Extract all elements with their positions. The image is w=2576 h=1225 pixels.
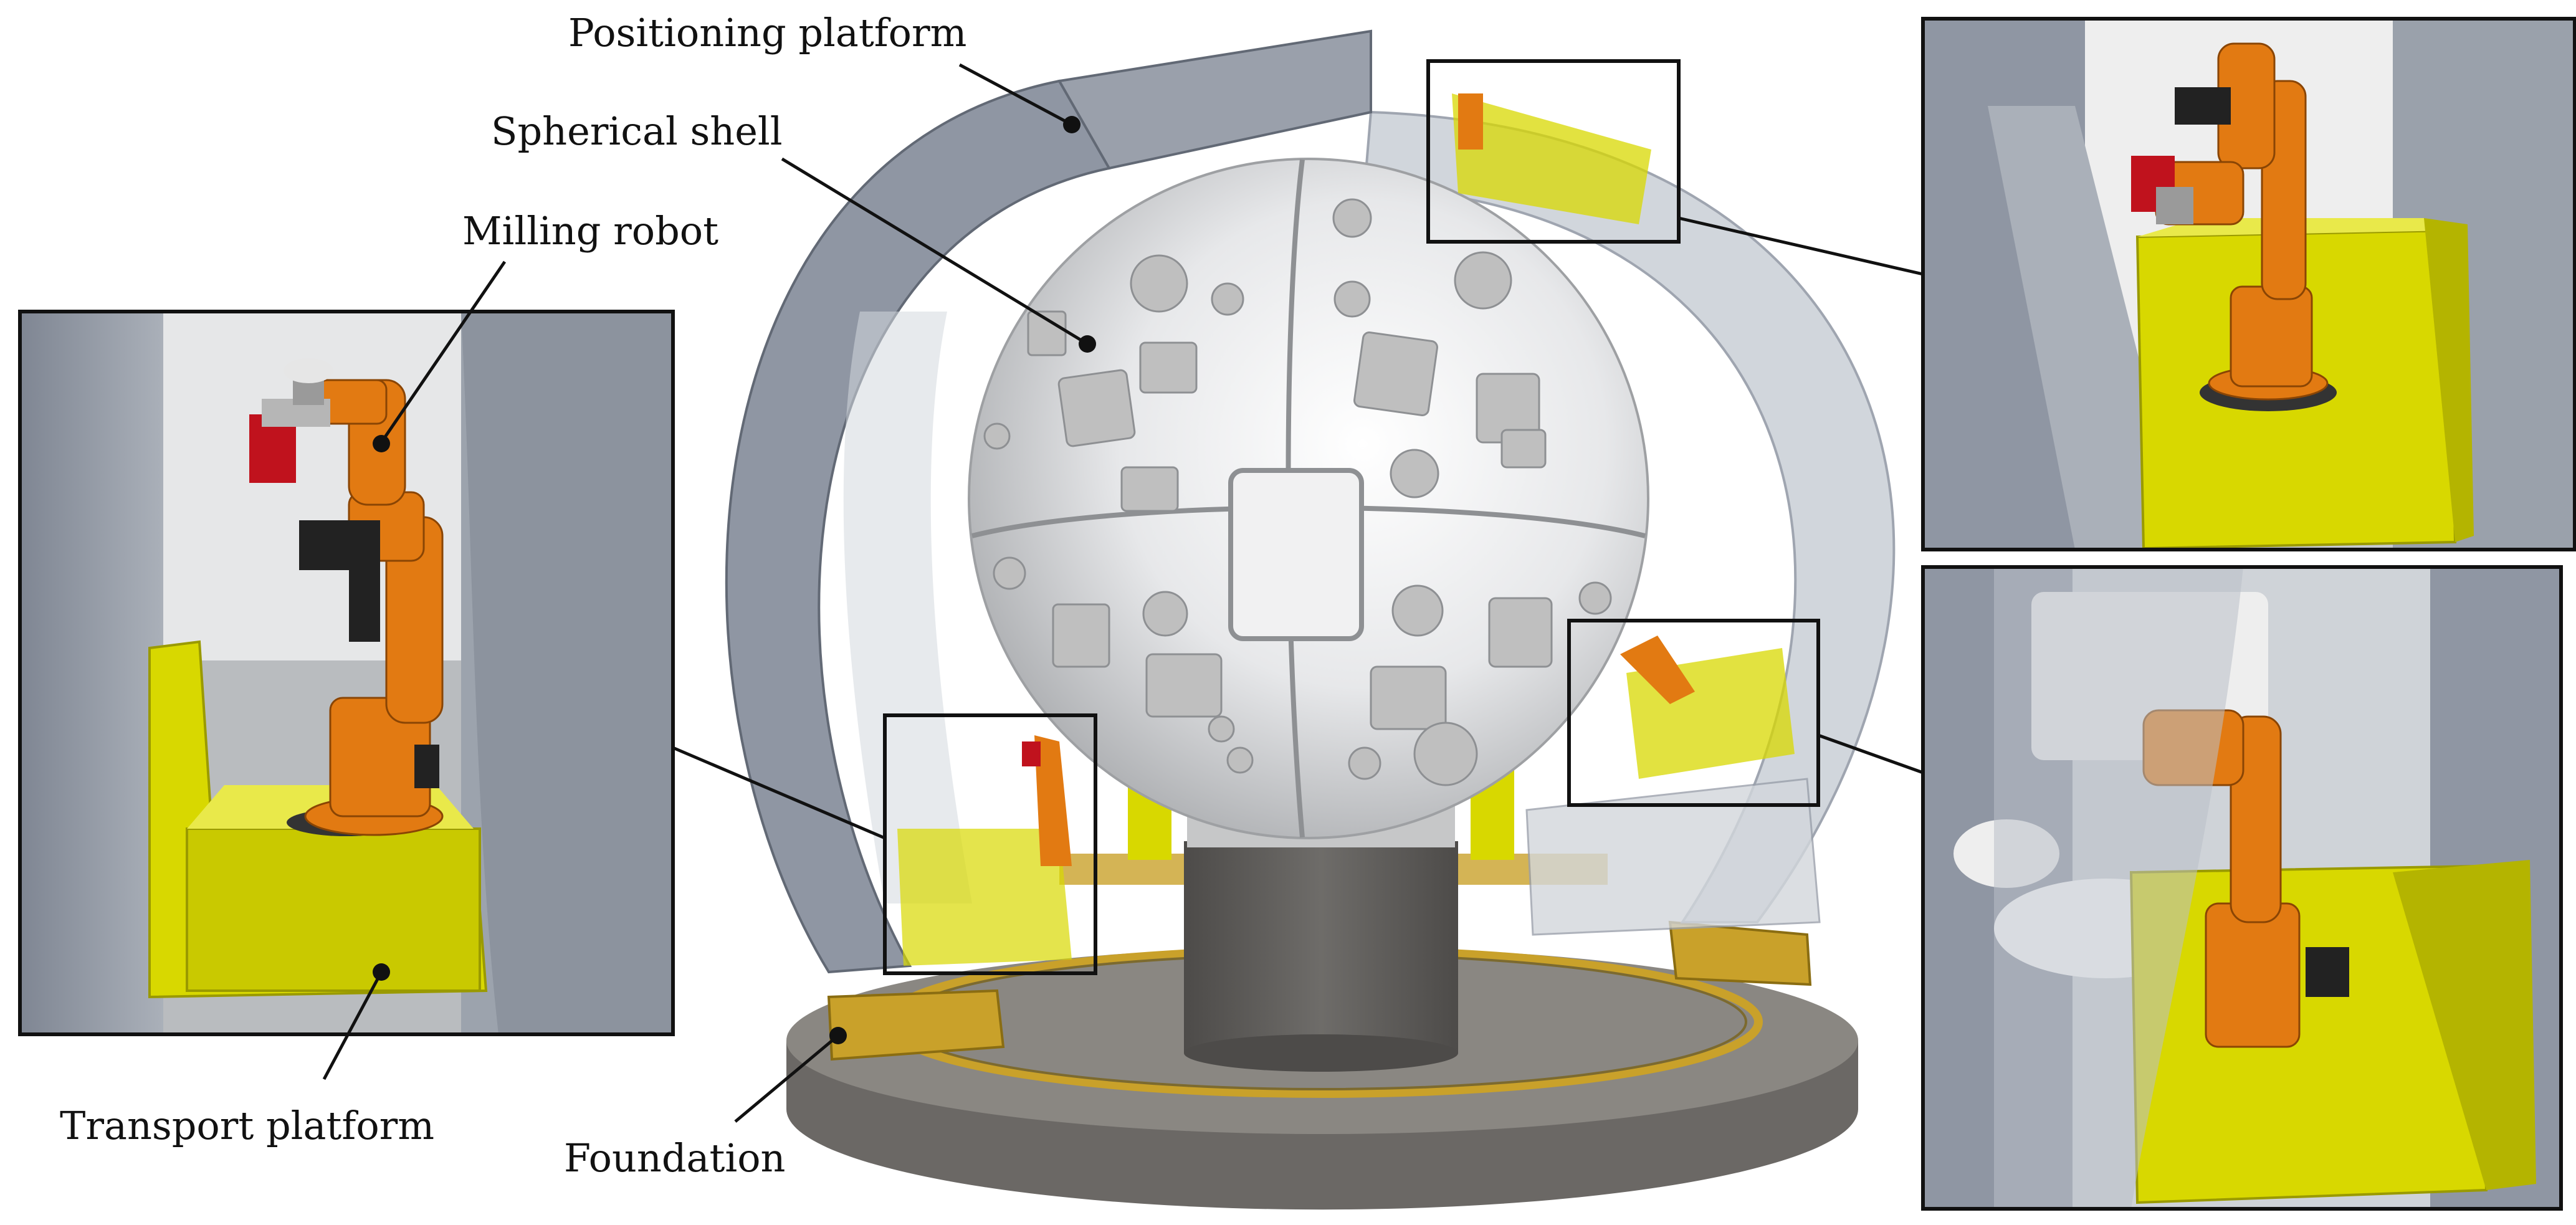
positioning-ring bbox=[725, 29, 1896, 974]
label-transport-platform: Transport platform bbox=[60, 1103, 435, 1148]
callout-box-left bbox=[883, 713, 1097, 975]
ring-robot-top bbox=[1452, 93, 1651, 224]
inset-left bbox=[18, 310, 675, 1036]
milling-robot-top-inset bbox=[2155, 42, 2329, 401]
callout-box-right bbox=[1567, 619, 1820, 807]
callout-box-top bbox=[1426, 59, 1681, 244]
connector-left bbox=[672, 746, 885, 840]
milling-robot-inset bbox=[304, 379, 444, 836]
connector-right bbox=[1818, 733, 1924, 775]
label-spherical-shell: Spherical shell bbox=[491, 108, 783, 154]
main-assembly bbox=[725, 29, 1896, 1210]
leader-transport-platform bbox=[322, 971, 383, 1080]
leader-positioning-platform bbox=[958, 63, 1073, 126]
inset-bottom-right bbox=[1921, 565, 2563, 1211]
label-foundation: Foundation bbox=[564, 1135, 786, 1181]
connector-top bbox=[1678, 216, 1924, 276]
ring-robot-left bbox=[897, 735, 1072, 966]
label-positioning-platform: Positioning platform bbox=[568, 10, 967, 55]
spherical-shell bbox=[968, 158, 1649, 839]
shell-openings bbox=[983, 198, 1612, 786]
leader-milling-robot bbox=[379, 260, 507, 444]
leader-dots bbox=[373, 116, 1096, 1044]
ring-robot-right bbox=[1620, 636, 1795, 779]
leader-spherical-shell bbox=[781, 157, 1089, 346]
leader-foundation bbox=[734, 1034, 839, 1123]
connector-lines bbox=[322, 63, 1924, 1123]
inset-top-right bbox=[1921, 17, 2576, 551]
label-milling-robot: Milling robot bbox=[462, 208, 719, 254]
